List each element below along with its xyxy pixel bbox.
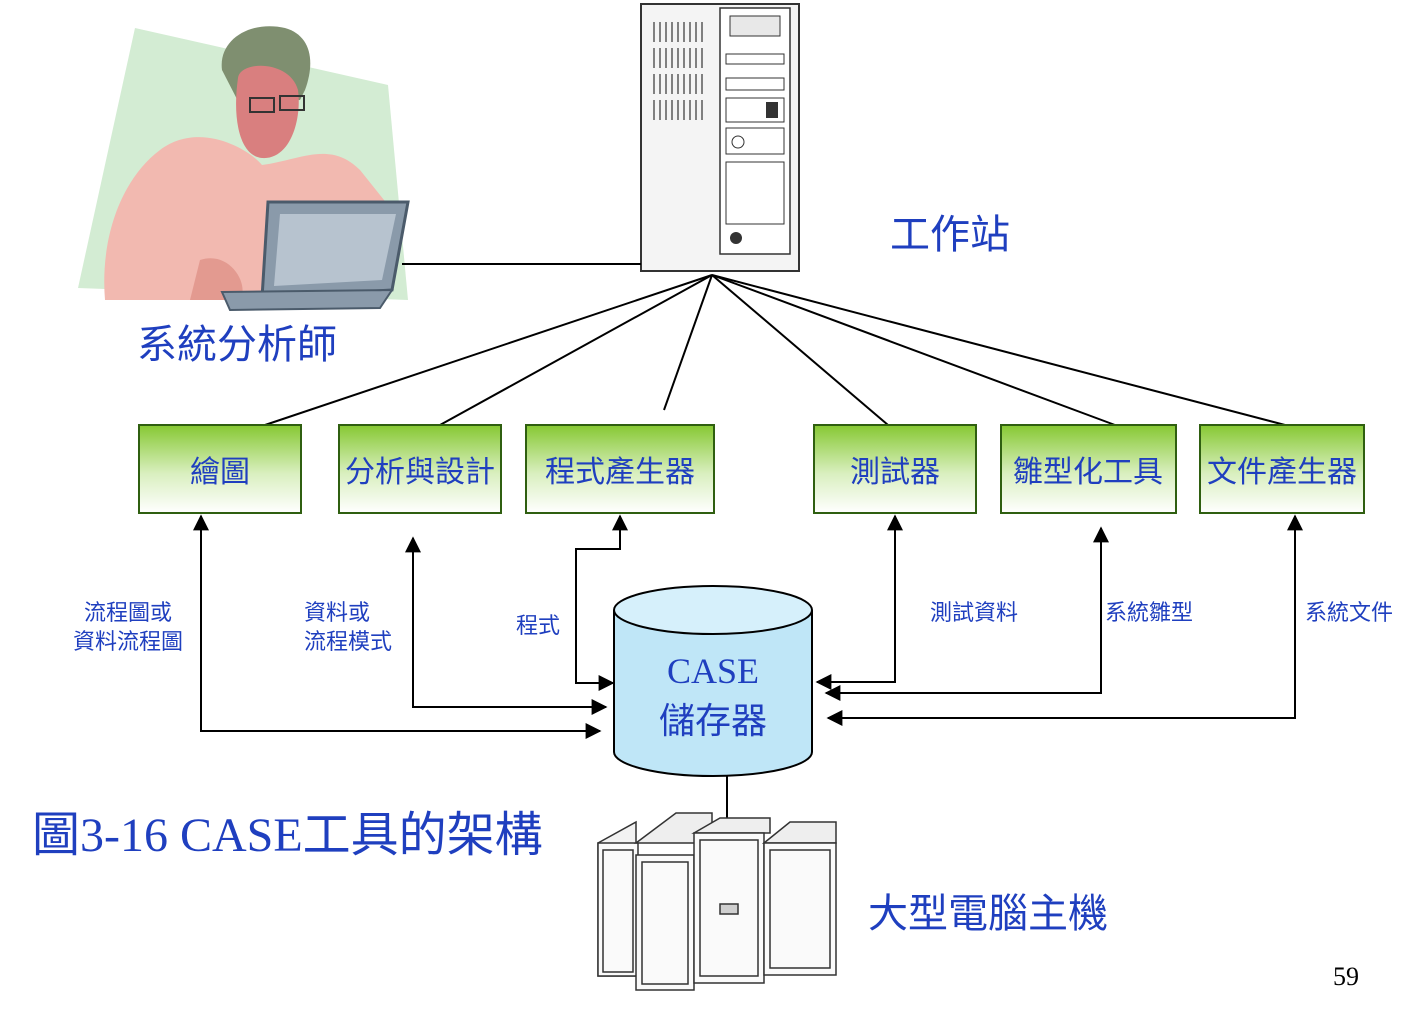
mainframe-cabinet-icon xyxy=(597,812,837,991)
tool-box-document-generator: 文件產生器 xyxy=(1199,424,1365,514)
tool-label-analysis-design: 分析與設計 xyxy=(345,455,495,490)
flow-label-document: 系統文件 xyxy=(1305,601,1393,626)
flow-label-tester: 測試資料 xyxy=(930,601,1018,626)
arrow-tester xyxy=(815,514,903,690)
arrow-document-generator xyxy=(826,514,1303,726)
tool-box-tester: 測試器 xyxy=(813,424,977,514)
tool-boxes: 繪圖 分析與設計 程式產生器 測試器 雛型化工具 文件產生器 xyxy=(138,424,1365,514)
repository-label-2: 儲存器 xyxy=(659,701,767,742)
tool-label-document-generator: 文件產生器 xyxy=(1207,455,1357,490)
arrow-program-generator xyxy=(575,514,628,691)
flow-label-analysis-1: 資料或 xyxy=(304,601,370,626)
database-cylinder-icon xyxy=(613,585,813,777)
page-number: 59 xyxy=(1333,962,1359,991)
tool-label-prototyping: 雛型化工具 xyxy=(1013,455,1163,490)
tool-box-program-generator: 程式產生器 xyxy=(525,424,715,514)
tool-box-analysis-design: 分析與設計 xyxy=(338,424,502,514)
tool-label-tester: 測試器 xyxy=(850,455,940,490)
mainframe-label: 大型電腦主機 xyxy=(868,891,1108,937)
workstation-tool-links xyxy=(264,274,1286,426)
tool-label-drawing: 繪圖 xyxy=(190,455,250,490)
analyst-label: 系統分析師 xyxy=(137,322,337,368)
tower-computer-icon xyxy=(640,3,800,272)
tool-label-program-generator: 程式產生器 xyxy=(545,455,695,490)
repository-label-1: CASE xyxy=(667,651,759,691)
arrow-analysis-design xyxy=(405,536,608,715)
flow-label-prototyping: 系統雛型 xyxy=(1105,601,1193,626)
repository-arrows xyxy=(193,514,1303,739)
flow-label-analysis-2: 流程模式 xyxy=(304,630,392,655)
figure-title: 圖3-16 CASE工具的架構 xyxy=(32,809,543,862)
tool-box-drawing: 繪圖 xyxy=(138,424,302,514)
flow-label-drawing-2: 資料流程圖 xyxy=(73,630,183,655)
flow-label-drawing-1: 流程圖或 xyxy=(84,601,172,626)
person-at-computer-icon xyxy=(78,26,410,312)
flow-labels: 流程圖或 資料流程圖 資料或 流程模式 程式 測試資料 系統雛型 系統文件 xyxy=(73,601,1393,655)
flow-label-program: 程式 xyxy=(516,614,560,639)
tool-box-prototyping: 雛型化工具 xyxy=(1000,424,1177,514)
arrow-drawing xyxy=(193,514,602,739)
workstation-label: 工作站 xyxy=(890,212,1010,258)
